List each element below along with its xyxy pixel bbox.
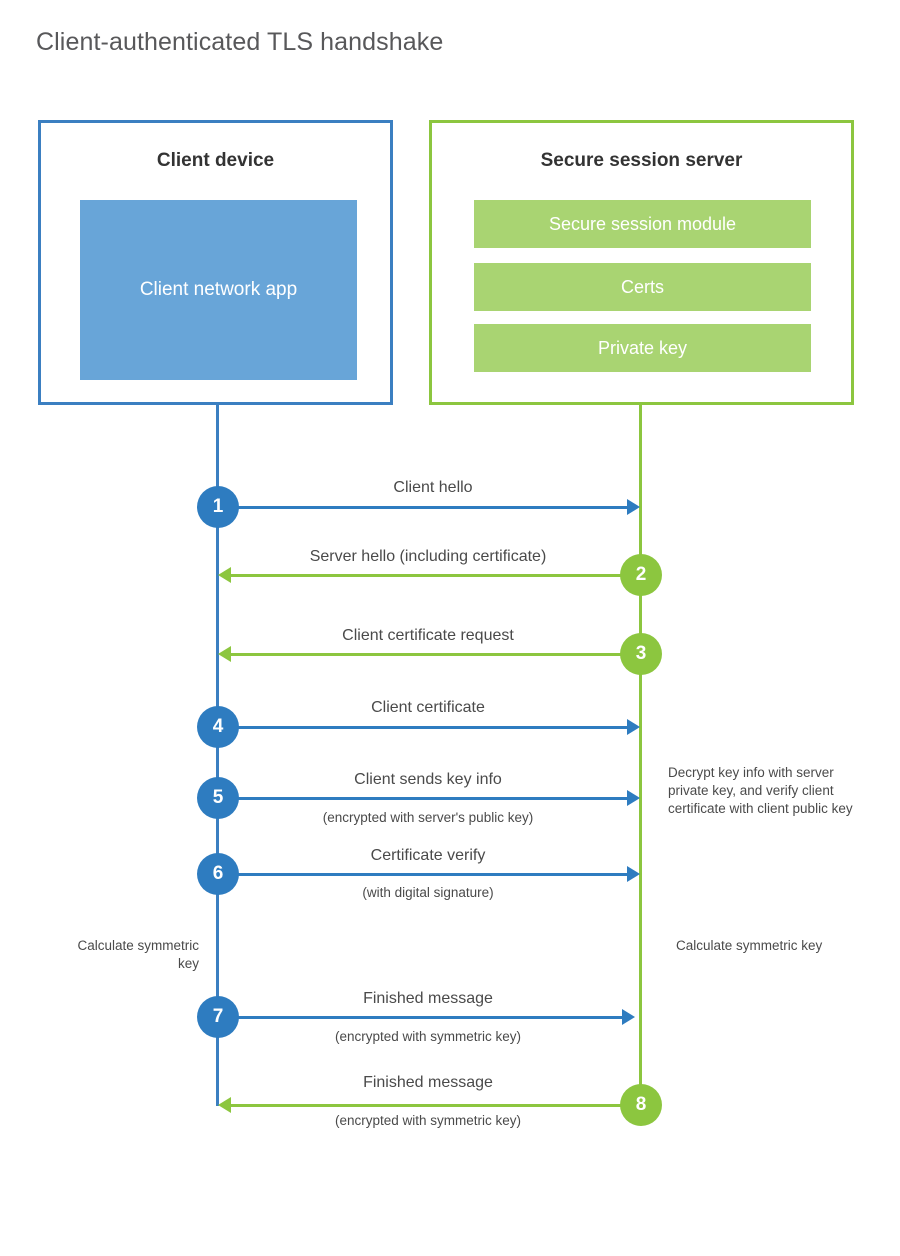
arrow-head-step-6 [627, 866, 640, 882]
arrow-head-step-4 [627, 719, 640, 735]
arrow-line-step-8 [222, 1104, 641, 1107]
arrow-head-step-8 [218, 1097, 231, 1113]
arrow-line-step-7 [218, 1016, 623, 1019]
step-circle-8[interactable]: 8 [620, 1084, 662, 1126]
note-server-calculate-symmetric-key: Calculate symmetric key [676, 938, 823, 953]
client-lifeline [216, 405, 219, 1106]
message-label-step-1: Client hello [393, 479, 473, 496]
arrow-line-step-3 [222, 653, 641, 656]
note-server-decrypt: Decrypt key info with server private key… [668, 765, 853, 816]
step-circle-4[interactable]: 4 [197, 706, 239, 748]
arrow-head-step-5 [627, 790, 640, 806]
arrow-line-step-1 [218, 506, 628, 509]
message-label-step-2: Server hello (including certificate) [309, 548, 547, 565]
server-block-secure-session-module: Secure session module [474, 200, 811, 248]
message-label-step-8: Finished message [363, 1074, 493, 1091]
client-device-box: Client device Client network app [38, 120, 393, 405]
client-device-title: Client device [156, 150, 275, 171]
note-client-calculate-symmetric-key: Calculate symmetric key [77, 938, 199, 971]
message-sublabel-step-8: (encrypted with symmetric key) [334, 1113, 522, 1128]
message-label-step-3: Client certificate request [342, 627, 514, 644]
message-label-step-4: Client certificate [371, 699, 485, 716]
arrow-head-step-2 [218, 567, 231, 583]
arrow-line-step-5 [218, 797, 628, 800]
arrow-line-step-4 [218, 726, 628, 729]
server-lifeline [639, 405, 642, 1106]
message-sublabel-step-6: (with digital signature) [362, 885, 494, 900]
step-circle-1[interactable]: 1 [197, 486, 239, 528]
message-sublabel-step-7: (encrypted with symmetric key) [334, 1029, 522, 1044]
arrow-line-step-6 [218, 873, 628, 876]
step-circle-5[interactable]: 5 [197, 777, 239, 819]
page-title: Client-authenticated TLS handshake [36, 28, 444, 56]
server-block-certs: Certs [474, 263, 811, 311]
server-block-private-key: Private key [474, 324, 811, 372]
arrow-head-step-3 [218, 646, 231, 662]
arrow-head-step-1 [627, 499, 640, 515]
arrow-line-step-2 [222, 574, 641, 577]
message-label-step-6: Certificate verify [370, 847, 486, 864]
message-sublabel-step-5: (encrypted with server's public key) [322, 810, 534, 825]
step-circle-7[interactable]: 7 [197, 996, 239, 1038]
step-circle-2[interactable]: 2 [620, 554, 662, 596]
client-network-app-block: Client network app [80, 200, 357, 380]
step-circle-3[interactable]: 3 [620, 633, 662, 675]
message-label-step-7: Finished message [363, 990, 493, 1007]
secure-session-server-box: Secure session server Secure session mod… [429, 120, 854, 405]
arrow-head-step-7 [622, 1009, 635, 1025]
secure-session-server-title: Secure session server [540, 150, 743, 171]
message-label-step-5: Client sends key info [354, 771, 502, 788]
step-circle-6[interactable]: 6 [197, 853, 239, 895]
